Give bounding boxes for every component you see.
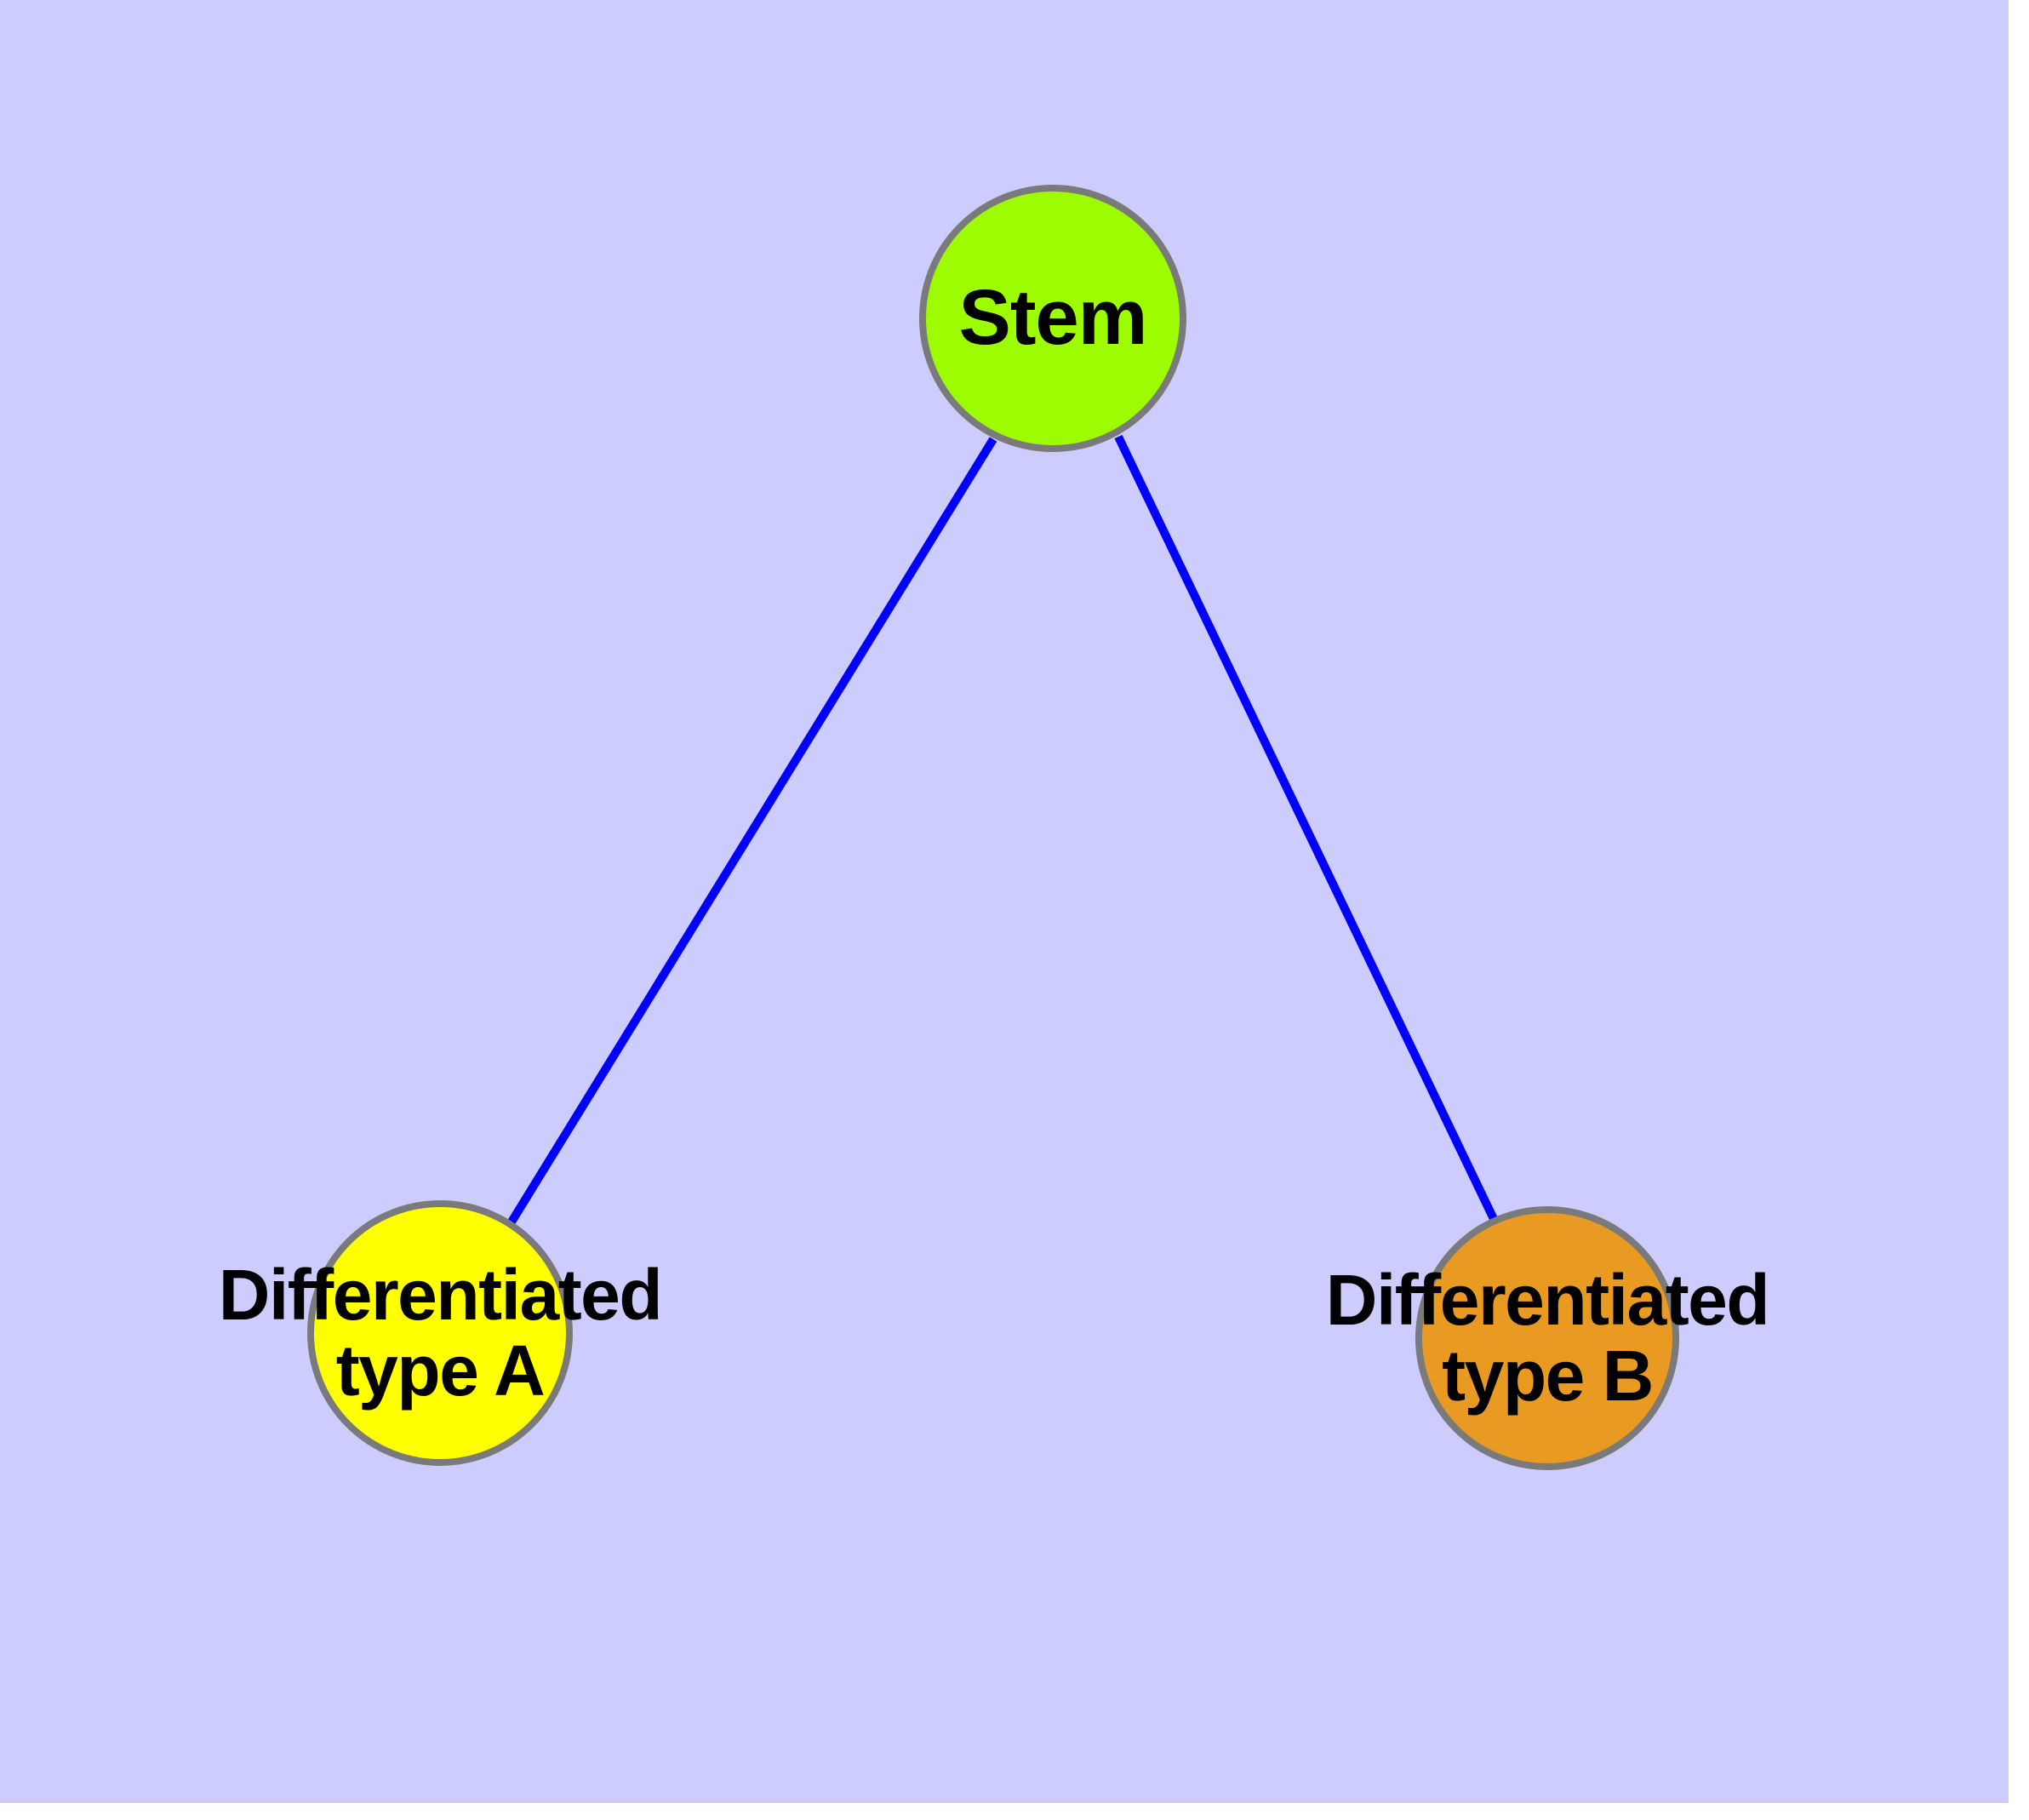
node-circle-stem[interactable] [919, 185, 1186, 452]
edge-stem-to-type-b[interactable] [1114, 434, 1499, 1223]
node-circle-type-a[interactable] [307, 1200, 573, 1466]
node-circle-type-b[interactable] [1415, 1206, 1679, 1470]
edge-layer [506, 434, 1499, 1226]
edge-stem-to-type-a[interactable] [506, 437, 997, 1226]
node-layer [307, 185, 1679, 1470]
